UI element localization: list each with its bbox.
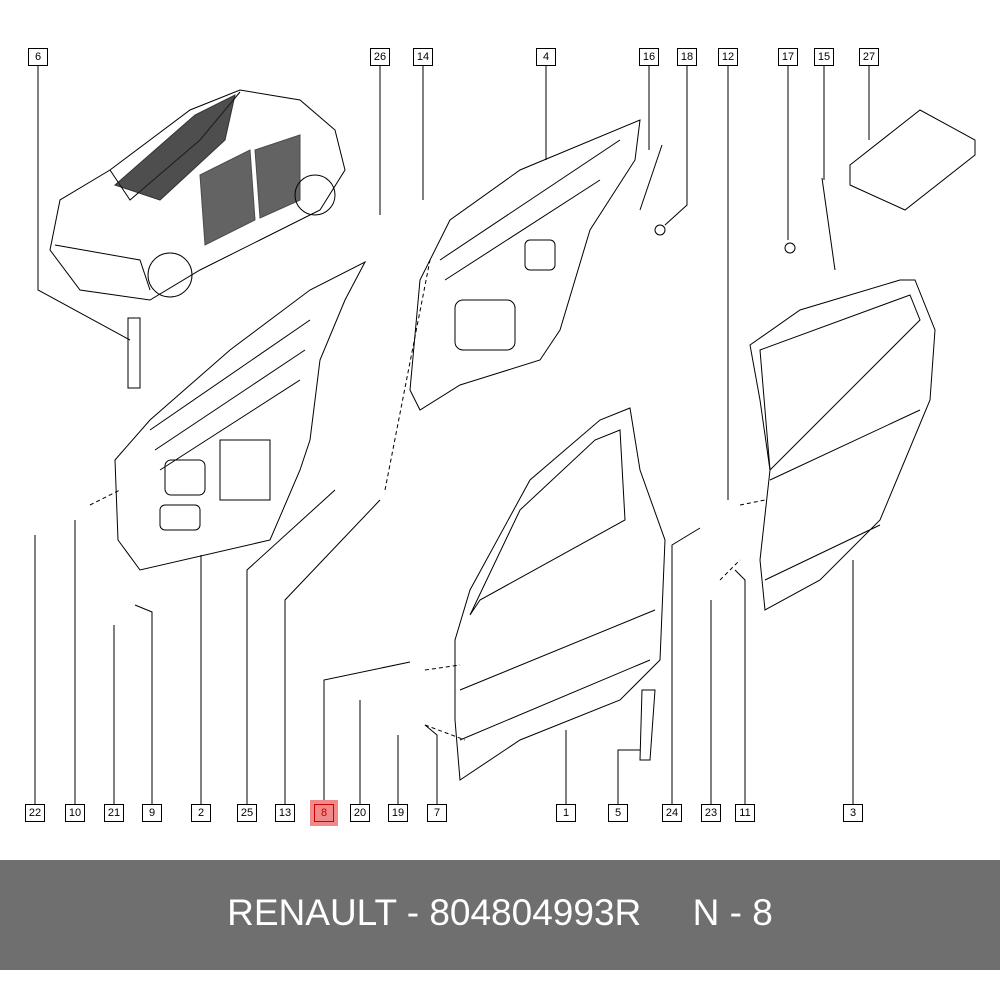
leader-lines bbox=[34, 65, 870, 805]
callout-18[interactable]: 18 bbox=[677, 48, 697, 66]
callout-17[interactable]: 17 bbox=[778, 48, 798, 66]
callout-21[interactable]: 21 bbox=[104, 804, 124, 822]
front-door-inner bbox=[114, 260, 367, 571]
callout-10[interactable]: 10 bbox=[65, 804, 85, 822]
callout-26[interactable]: 26 bbox=[370, 48, 390, 66]
callout-1[interactable]: 1 bbox=[556, 804, 576, 822]
callout-19[interactable]: 19 bbox=[388, 804, 408, 822]
callout-14[interactable]: 14 bbox=[413, 48, 433, 66]
callout-4[interactable]: 4 bbox=[536, 48, 556, 66]
part-caption: RENAULT - 804804993R N - 8 bbox=[227, 892, 773, 933]
callout-22[interactable]: 22 bbox=[25, 804, 45, 822]
callout-27[interactable]: 27 bbox=[859, 48, 879, 66]
callout-11[interactable]: 11 bbox=[735, 804, 755, 822]
callout-24[interactable]: 24 bbox=[662, 804, 682, 822]
callout-6[interactable]: 6 bbox=[28, 48, 48, 66]
callout-3[interactable]: 3 bbox=[843, 804, 863, 822]
parts-diagram: 6 26 14 4 16 18 12 17 15 27 22 10 21 9 2… bbox=[25, 48, 976, 822]
callout-15[interactable]: 15 bbox=[814, 48, 834, 66]
callout-16[interactable]: 16 bbox=[639, 48, 659, 66]
callout-25[interactable]: 25 bbox=[237, 804, 257, 822]
footer-bar: RENAULT - 804804993R N - 8 bbox=[0, 860, 1000, 970]
callout-5[interactable]: 5 bbox=[608, 804, 628, 822]
callout-2[interactable]: 2 bbox=[191, 804, 211, 822]
rear-door-outer bbox=[749, 279, 936, 611]
diagram-drawing bbox=[34, 65, 976, 805]
callout-7[interactable]: 7 bbox=[427, 804, 447, 822]
callout-23[interactable]: 23 bbox=[701, 804, 721, 822]
front-door-outer bbox=[454, 407, 666, 781]
callout-9[interactable]: 9 bbox=[142, 804, 162, 822]
callout-20[interactable]: 20 bbox=[350, 804, 370, 822]
callout-13[interactable]: 13 bbox=[275, 804, 295, 822]
callout-8-highlighted[interactable]: 8 bbox=[314, 804, 334, 822]
callout-12[interactable]: 12 bbox=[718, 48, 738, 66]
car-illustration bbox=[49, 89, 346, 301]
